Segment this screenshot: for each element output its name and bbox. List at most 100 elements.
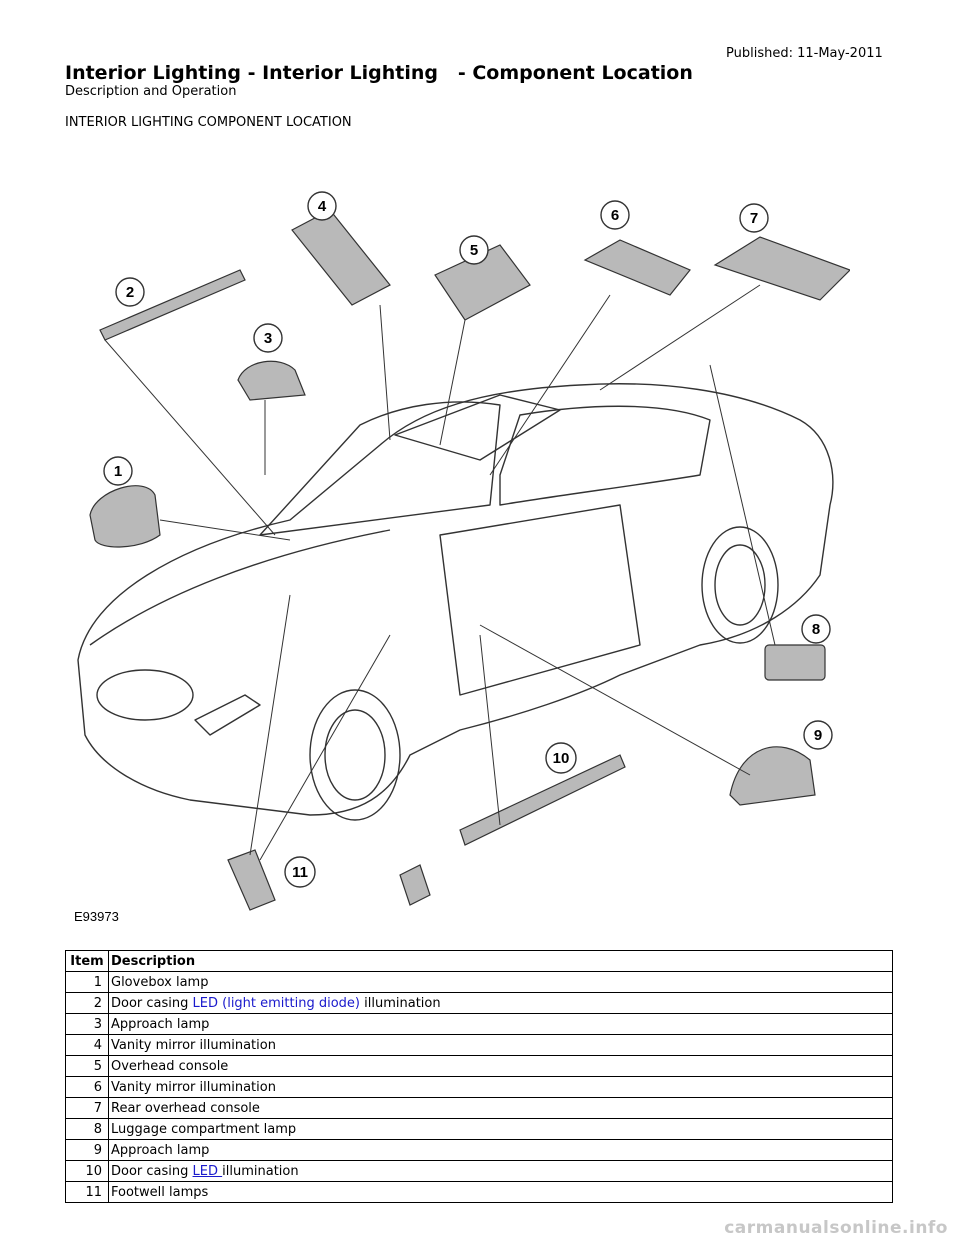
callout-label-11: 11 [292, 864, 308, 881]
rear-wheel-rim [714, 544, 766, 626]
callout-2: 2 [115, 277, 145, 307]
part-footwell-lamp [227, 849, 276, 911]
description-text-suffix: illumination [360, 995, 441, 1011]
glossary-link[interactable]: LED [192, 1163, 223, 1179]
callout-label-5: 5 [470, 242, 478, 259]
description-text: Approach lamp [111, 1142, 210, 1158]
watermark: carmanualsonline.info [724, 1218, 948, 1238]
item-number: 8 [65, 1118, 109, 1140]
item-description: Rear overhead console [108, 1097, 893, 1119]
part-mirror-approach-lamp [729, 746, 816, 806]
description-text: Door casing [111, 995, 193, 1011]
component-location-diagram: 1 2 3 4 5 6 7 8 9 10 11 E93973 [74, 191, 850, 924]
callout-11: 11 [284, 856, 316, 888]
item-number: 9 [65, 1139, 109, 1161]
callout-label-9: 9 [814, 727, 822, 744]
item-number: 3 [65, 1013, 109, 1035]
callout-10: 10 [545, 742, 577, 774]
description-text: Vanity mirror illumination [111, 1037, 276, 1053]
sunroof-outline [394, 394, 561, 461]
callout-7: 7 [739, 203, 769, 233]
front-wheel-rim [324, 709, 386, 801]
headlamp-left [194, 694, 261, 736]
item-description: Glovebox lamp [108, 971, 893, 993]
item-column-header: Item [65, 950, 109, 972]
item-description: Approach lamp [108, 1013, 893, 1035]
glossary-term: LED (light emitting diode) [192, 995, 360, 1011]
description-text: Approach lamp [111, 1016, 210, 1032]
item-description: Overhead console [108, 1055, 893, 1077]
callout-5: 5 [459, 235, 489, 265]
door-line [439, 504, 641, 696]
item-description: Approach lamp [108, 1139, 893, 1161]
callout-label-6: 6 [611, 207, 619, 224]
part-rear-overhead-console [713, 236, 850, 301]
callout-markers: 1 2 3 4 5 6 7 8 9 10 11 [103, 191, 833, 888]
item-description: Footwell lamps [108, 1181, 893, 1203]
description-text: Luggage compartment lamp [111, 1121, 297, 1137]
table-header-row: Item Description [65, 950, 893, 972]
bonnet-line [89, 529, 391, 646]
description-text-suffix: illumination [222, 1163, 299, 1179]
item-number: 7 [65, 1097, 109, 1119]
item-number: 11 [65, 1181, 109, 1203]
description-text: Glovebox lamp [111, 974, 209, 990]
callout-label-3: 3 [264, 330, 272, 347]
item-description: Vanity mirror illumination [108, 1076, 893, 1098]
callout-label-2: 2 [126, 284, 134, 301]
item-description: Vanity mirror illumination [108, 1034, 893, 1056]
side-windows-outline [499, 405, 711, 506]
callout-label-10: 10 [553, 750, 570, 767]
car-body-outline [77, 383, 834, 816]
part-vanity-mirror-rear [583, 239, 691, 296]
description-text: Overhead console [111, 1058, 229, 1074]
item-description: Door casing LED (light emitting diode) i… [108, 992, 893, 1014]
callout-1: 1 [103, 456, 133, 486]
part-small-lamp-cable [399, 864, 431, 906]
description-text: Door casing [111, 1163, 193, 1179]
rear-wheel [701, 526, 779, 644]
published-date: Published: 11-May-2011 [726, 46, 883, 61]
item-number: 2 [65, 992, 109, 1014]
part-door-led-strip-rear [459, 754, 626, 846]
callout-9: 9 [803, 720, 833, 750]
part-luggage-lamp [764, 644, 826, 681]
item-number: 5 [65, 1055, 109, 1077]
windscreen-outline [259, 401, 501, 536]
description-column-header: Description [108, 950, 893, 972]
page-title: Interior Lighting - Interior Lighting - … [65, 62, 693, 84]
callout-label-8: 8 [812, 621, 820, 638]
callout-label-7: 7 [750, 210, 758, 227]
item-description: Luggage compartment lamp [108, 1118, 893, 1140]
figure-id: E93973 [74, 909, 119, 924]
item-description: Door casing LED illumination [108, 1160, 893, 1182]
callout-label-4: 4 [318, 198, 327, 215]
front-grille [96, 669, 194, 721]
part-door-led-strip [99, 269, 246, 341]
description-text: Vanity mirror illumination [111, 1079, 276, 1095]
callout-4: 4 [307, 191, 337, 221]
section-heading: INTERIOR LIGHTING COMPONENT LOCATION [65, 115, 352, 130]
item-number: 10 [65, 1160, 109, 1182]
item-number: 6 [65, 1076, 109, 1098]
callout-8: 8 [801, 614, 831, 644]
page-subtitle: Description and Operation [65, 84, 237, 99]
part-vanity-mirror-front [291, 209, 391, 306]
item-number: 4 [65, 1034, 109, 1056]
callout-label-1: 1 [114, 463, 122, 480]
item-number: 1 [65, 971, 109, 993]
part-approach-lamp [237, 360, 306, 401]
